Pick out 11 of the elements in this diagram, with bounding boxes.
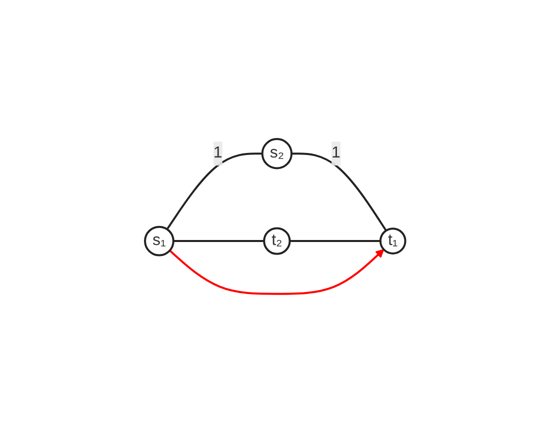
node-circle: s₁ <box>144 226 174 256</box>
connector <box>290 240 380 242</box>
edge-label: 1 <box>213 144 222 162</box>
node-circle: s₂ <box>261 138 292 170</box>
connector <box>166 152 262 230</box>
connector <box>173 240 264 242</box>
node-circle: t₂ <box>262 227 291 255</box>
edge-label: 1 <box>331 144 340 162</box>
node-circle: t₁ <box>379 228 406 255</box>
connector <box>291 152 387 232</box>
arrow <box>168 249 384 295</box>
